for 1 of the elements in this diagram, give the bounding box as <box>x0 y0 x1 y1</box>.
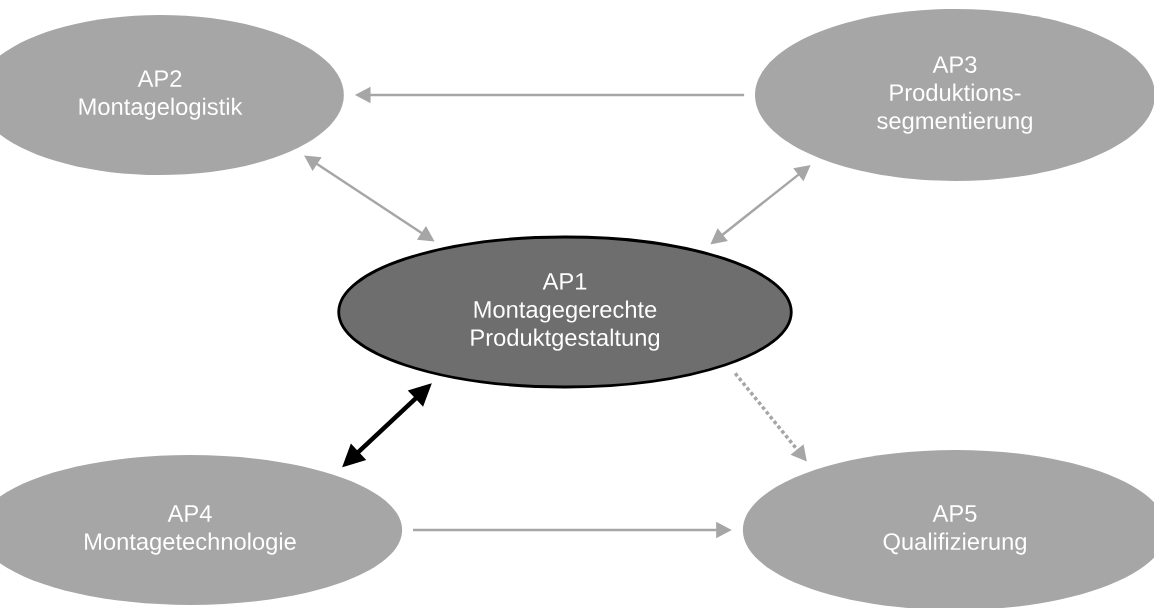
ellipse-node: AP1 Montagegerechte Produktgestaltung <box>337 235 793 389</box>
